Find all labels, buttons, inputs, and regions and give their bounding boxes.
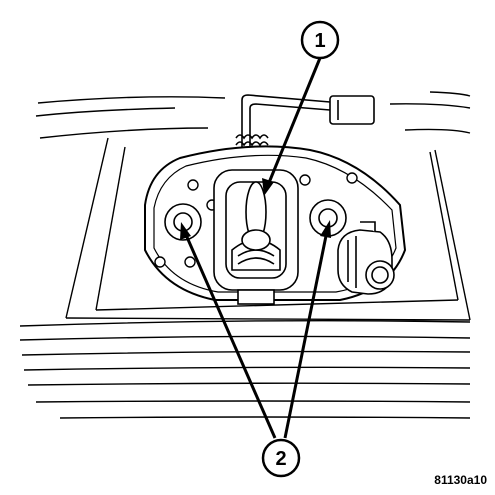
leader-line-1 — [264, 57, 322, 191]
arrowhead-1 — [262, 178, 274, 196]
mounting-bolt-left — [164, 203, 202, 241]
arrowhead-2-left — [180, 222, 191, 240]
callout-2-label: 2 — [275, 448, 286, 470]
leader-line-2-left — [181, 227, 277, 439]
wire-connector — [235, 94, 375, 150]
figure-id: 81130a10 — [434, 473, 487, 487]
side-bulb-socket — [337, 221, 395, 295]
callout-2: 2 — [261, 438, 301, 478]
callout-1: 1 — [300, 20, 340, 60]
leader-line-2-right — [283, 225, 330, 439]
arrowheads — [180, 178, 331, 240]
callout-1-label: 1 — [314, 30, 325, 52]
leader-lines — [181, 57, 330, 439]
bulb-socket — [213, 169, 299, 305]
arrowhead-2-right — [320, 220, 331, 238]
